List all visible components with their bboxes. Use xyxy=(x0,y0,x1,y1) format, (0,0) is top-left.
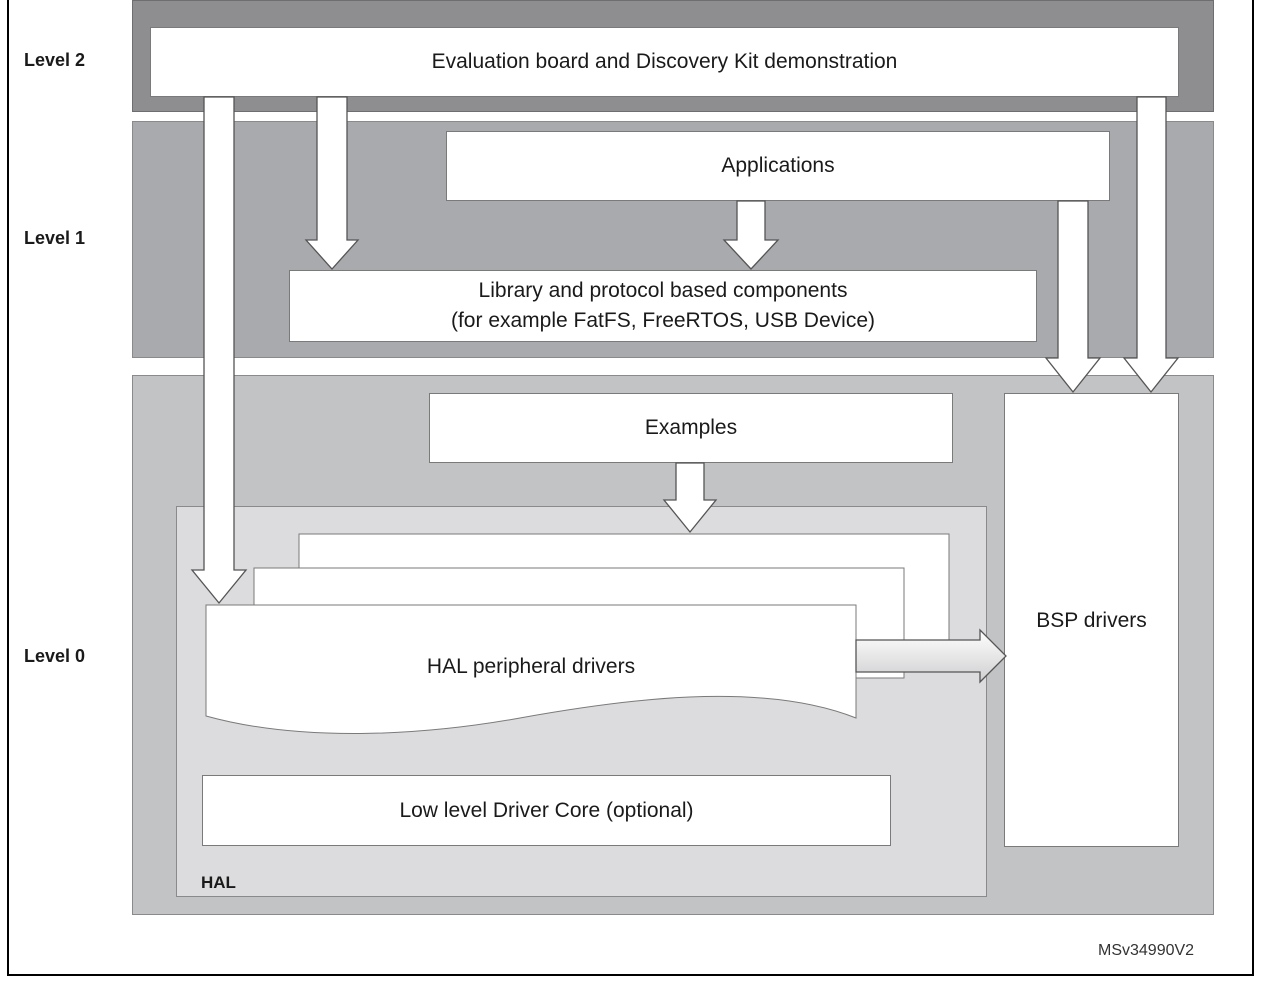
level0-label: Level 0 xyxy=(24,646,86,666)
hal-peripheral-label: HAL peripheral drivers xyxy=(426,655,636,678)
arrow-applications-to-bsp xyxy=(1044,200,1102,394)
evaluation-box: Evaluation board and Discovery Kit demon… xyxy=(150,27,1179,97)
level1-label: Level 1 xyxy=(24,228,86,248)
hal-group-label: HAL xyxy=(201,873,236,892)
arrow-evaluation-to-hal xyxy=(190,96,248,605)
library-label-line1: Library and protocol based components xyxy=(478,279,848,302)
arrow-examples-to-hal xyxy=(662,462,718,534)
bsp-box: BSP drivers xyxy=(1004,393,1179,847)
document-reference: MSv34990V2 xyxy=(1098,942,1195,959)
arrow-evaluation-to-library xyxy=(304,96,360,270)
level2-label: Level 2 xyxy=(24,50,86,70)
bsp-label: BSP drivers xyxy=(1036,609,1147,632)
low-level-label: Low level Driver Core (optional) xyxy=(399,798,694,822)
examples-label: Examples xyxy=(644,416,738,439)
applications-box: Applications xyxy=(446,131,1110,201)
low-level-box: Low level Driver Core (optional) xyxy=(202,775,891,846)
library-label-line2: (for example FatFS, FreeRTOS, USB Device… xyxy=(450,309,875,332)
arrow-applications-to-library xyxy=(722,200,780,270)
arrow-hal-to-bsp xyxy=(855,628,1007,684)
arrow-evaluation-to-bsp xyxy=(1122,96,1180,394)
applications-label: Applications xyxy=(721,154,835,177)
examples-box: Examples xyxy=(429,393,953,463)
evaluation-label: Evaluation board and Discovery Kit demon… xyxy=(431,50,898,73)
library-box: Library and protocol based components (f… xyxy=(289,270,1037,342)
hal-page-front xyxy=(205,604,857,734)
